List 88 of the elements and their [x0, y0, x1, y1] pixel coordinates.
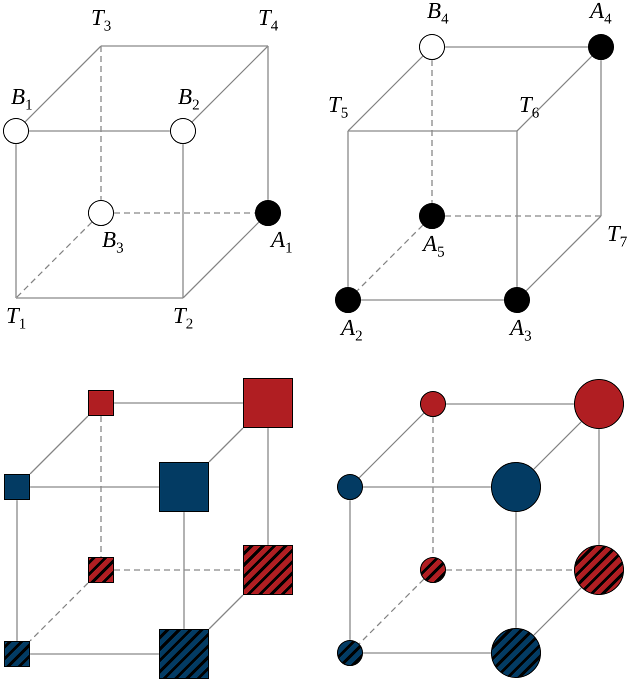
cube-edge	[24, 46, 102, 122]
cube-edge	[30, 653, 159, 655]
cube-edge	[358, 578, 424, 644]
cube-edge	[446, 403, 574, 405]
vertex-label: T$_{1}$	[6, 304, 26, 336]
square-marker	[159, 462, 209, 512]
hatched-square-marker	[88, 557, 114, 583]
vertex-label: B$_{4}$	[427, 0, 449, 30]
cube-edge	[114, 212, 255, 214]
cube-edge	[192, 46, 268, 122]
cube-edge	[516, 56, 592, 132]
circle-marker	[419, 34, 445, 60]
cube-edge	[267, 428, 269, 545]
cube-edge	[445, 215, 601, 217]
cube-edge	[598, 429, 600, 545]
circle-marker	[491, 462, 541, 512]
cube-edge	[349, 500, 351, 640]
cube-edge	[348, 56, 424, 132]
cube-edge	[30, 582, 88, 642]
circle-marker	[337, 474, 363, 500]
cube-edge	[515, 512, 517, 628]
vertex-label: B$_{3}$	[102, 228, 124, 258]
circle-marker	[420, 391, 446, 417]
vertex-label: A$_{1}$	[271, 228, 293, 258]
circle-marker	[335, 287, 361, 313]
vertex-label: T$_{2}$	[173, 304, 194, 336]
cube-edge	[363, 652, 491, 654]
cube-edge	[114, 569, 243, 571]
cube-edge	[431, 60, 433, 203]
cube-edge	[600, 60, 602, 216]
vertex-label: T$_{3}$	[91, 6, 112, 38]
hatched-square-marker	[4, 641, 30, 667]
cube-edge	[100, 416, 102, 557]
cube-edge	[16, 500, 18, 641]
cube-edge	[15, 144, 17, 298]
cube-edge	[363, 486, 491, 488]
cube-edge	[100, 46, 102, 200]
square-marker	[88, 390, 114, 416]
cube-edge	[267, 46, 269, 200]
cube-edge	[183, 512, 185, 629]
cube-edge	[30, 416, 88, 474]
hatched-square-marker	[159, 629, 209, 679]
cube-edge	[16, 297, 183, 299]
circle-marker	[419, 203, 445, 229]
cube-edge	[446, 569, 574, 571]
hatched-circle-marker	[574, 545, 624, 595]
cube-edge	[208, 594, 244, 630]
cube-edge	[101, 45, 268, 47]
vertex-label: T$_{4}$	[258, 6, 278, 38]
vertex-label: T$_{5}$	[328, 92, 348, 126]
cube-edge	[356, 224, 424, 292]
vertex-label: B$_{1}$	[11, 84, 33, 116]
vertex-label: A$_{5}$	[423, 232, 445, 262]
hatched-circle-marker	[491, 628, 541, 678]
cube-edge	[29, 130, 170, 132]
vertex-label: A$_{3}$	[510, 316, 532, 346]
vertex-label: B$_{2}$	[178, 84, 200, 116]
cube-edge	[16, 222, 92, 298]
cube-edge	[533, 421, 582, 470]
vertex-label: T$_{6}$	[519, 92, 540, 126]
vertex-label: A$_{2}$	[341, 316, 363, 346]
hatched-square-marker	[243, 545, 293, 595]
cube-edge	[348, 130, 517, 132]
circle-marker	[88, 200, 114, 226]
circle-marker	[504, 287, 530, 313]
cube-edge	[182, 222, 260, 298]
cube-edge	[516, 131, 518, 287]
square-marker	[243, 378, 293, 428]
square-marker	[4, 474, 30, 500]
circle-marker	[170, 118, 196, 144]
cube-edge	[30, 486, 159, 488]
cube-edge	[182, 144, 184, 298]
cube-edge	[526, 216, 602, 292]
cube-edge	[445, 46, 588, 48]
cube-edge	[361, 299, 504, 301]
vertex-label: T$_{7}$	[607, 222, 628, 254]
cube-edge	[358, 412, 424, 478]
cube-edge	[533, 587, 582, 636]
cube-edge	[114, 402, 243, 404]
circle-marker	[255, 200, 281, 226]
hatched-circle-marker	[420, 557, 446, 583]
vertex-label: A$_{4}$	[590, 0, 612, 30]
cube-edge	[347, 131, 349, 287]
circle-marker	[3, 118, 29, 144]
circle-marker	[574, 379, 624, 429]
circle-marker	[588, 34, 614, 60]
cube-edge	[208, 428, 244, 462]
hatched-circle-marker	[337, 640, 363, 666]
